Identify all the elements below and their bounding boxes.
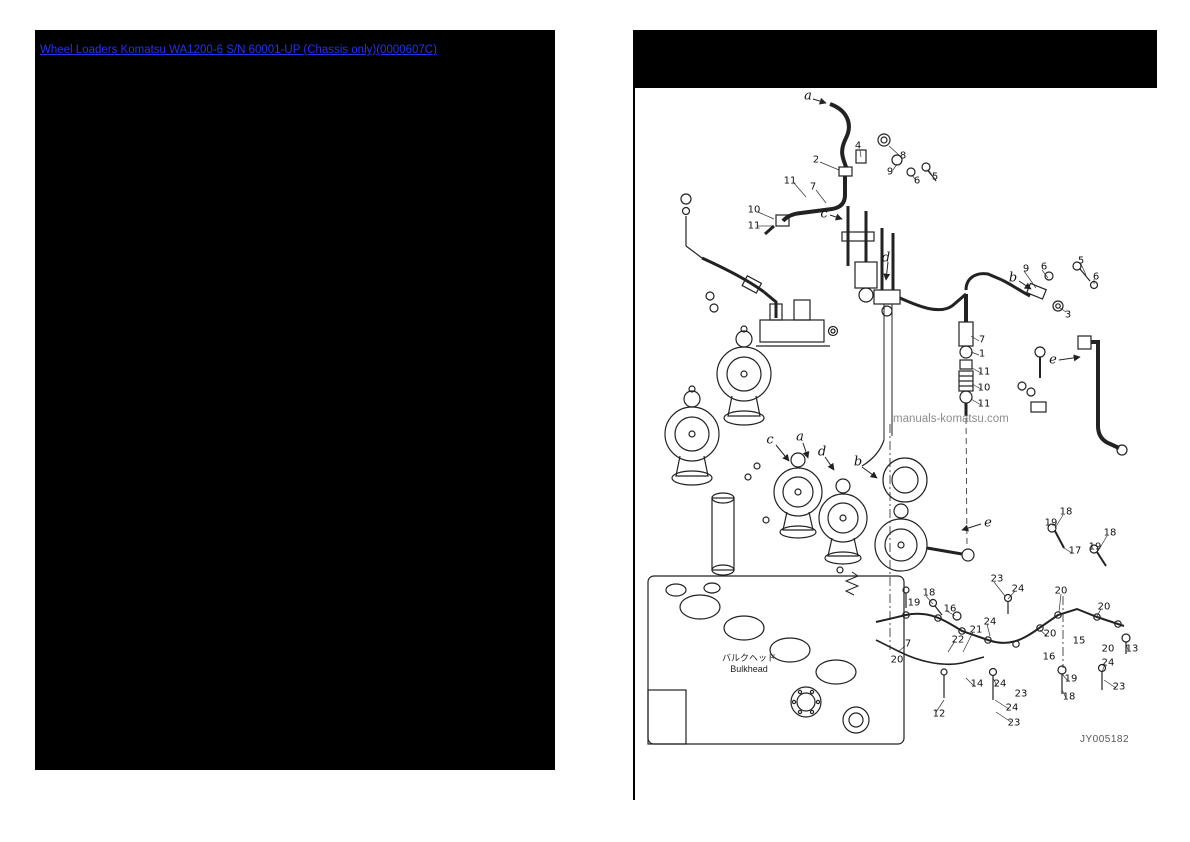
callout-24: 24 [1005,702,1019,714]
callout-9: 9 [1022,263,1030,275]
callout-a: a [796,429,804,445]
callout-12: 12 [932,708,946,720]
callout-13: 13 [1125,643,1139,655]
callout-24: 24 [1011,583,1025,595]
callout-20: 20 [890,654,904,666]
callout-18: 18 [1062,691,1076,703]
panel-header-band [635,30,1157,88]
callout-11: 11 [977,366,991,378]
callout-b: b [1008,270,1018,286]
callout-21: 21 [969,624,983,636]
callout-e: e [1049,352,1057,368]
callout-c: c [766,432,774,448]
callout-7: 7 [904,638,912,650]
callout-d: d [817,444,827,460]
callout-a: a [804,88,812,104]
callout-c: c [820,206,828,222]
callout-19: 19 [1064,673,1078,685]
callout-18: 18 [922,587,936,599]
callout-1: 1 [978,348,986,360]
callout-6: 6 [913,175,921,187]
callout-18: 18 [1103,527,1117,539]
callout-16: 16 [1042,651,1056,663]
callout-20: 20 [1043,628,1057,640]
callout-5: 5 [931,171,939,183]
callout-15: 15 [1072,635,1086,647]
callout-17: 17 [1068,545,1082,557]
callout-b: b [853,454,863,470]
callout-11: 11 [783,175,797,187]
callout-9: 9 [886,166,894,178]
callout-6: 6 [1040,261,1048,273]
callout-11: 11 [747,220,761,232]
left-panel [35,30,555,770]
callout-24: 24 [1101,657,1115,669]
callout-7: 7 [978,334,986,346]
callout-20: 20 [1097,601,1111,613]
callout-18: 18 [1059,506,1073,518]
watermark: manuals-komatsu.com [893,413,1009,425]
callout-d: d [881,250,891,266]
callout-19: 19 [1044,517,1058,529]
callout-19: 19 [907,597,921,609]
callout-22: 22 [951,634,965,646]
callout-3: 3 [1064,309,1072,321]
callout-10: 10 [747,204,761,216]
callout-14: 14 [970,678,984,690]
drawing-number: JY005182 [1080,734,1130,745]
breadcrumb-link[interactable]: Wheel Loaders Komatsu WA1200-6 S/N 60001… [40,44,437,56]
callout-16: 16 [943,603,957,615]
callout-4: 4 [854,140,862,152]
callout-24: 24 [983,616,997,628]
callout-5: 5 [1077,255,1085,267]
callout-11: 11 [977,398,991,410]
callout-19: 19 [1088,541,1102,553]
callout-20: 20 [1101,643,1115,655]
callout-20: 20 [1054,585,1068,597]
callout-23: 23 [990,573,1004,585]
callout-23: 23 [1014,688,1028,700]
callout-24: 24 [993,678,1007,690]
callout-e: e [984,515,992,531]
callout-23: 23 [1112,681,1126,693]
callout-23: 23 [1007,717,1021,729]
callout-6: 6 [1092,271,1100,283]
callout-2: 2 [812,154,820,166]
callout-10: 10 [977,382,991,394]
callout-7: 7 [809,181,817,193]
callout-8: 8 [899,150,907,162]
